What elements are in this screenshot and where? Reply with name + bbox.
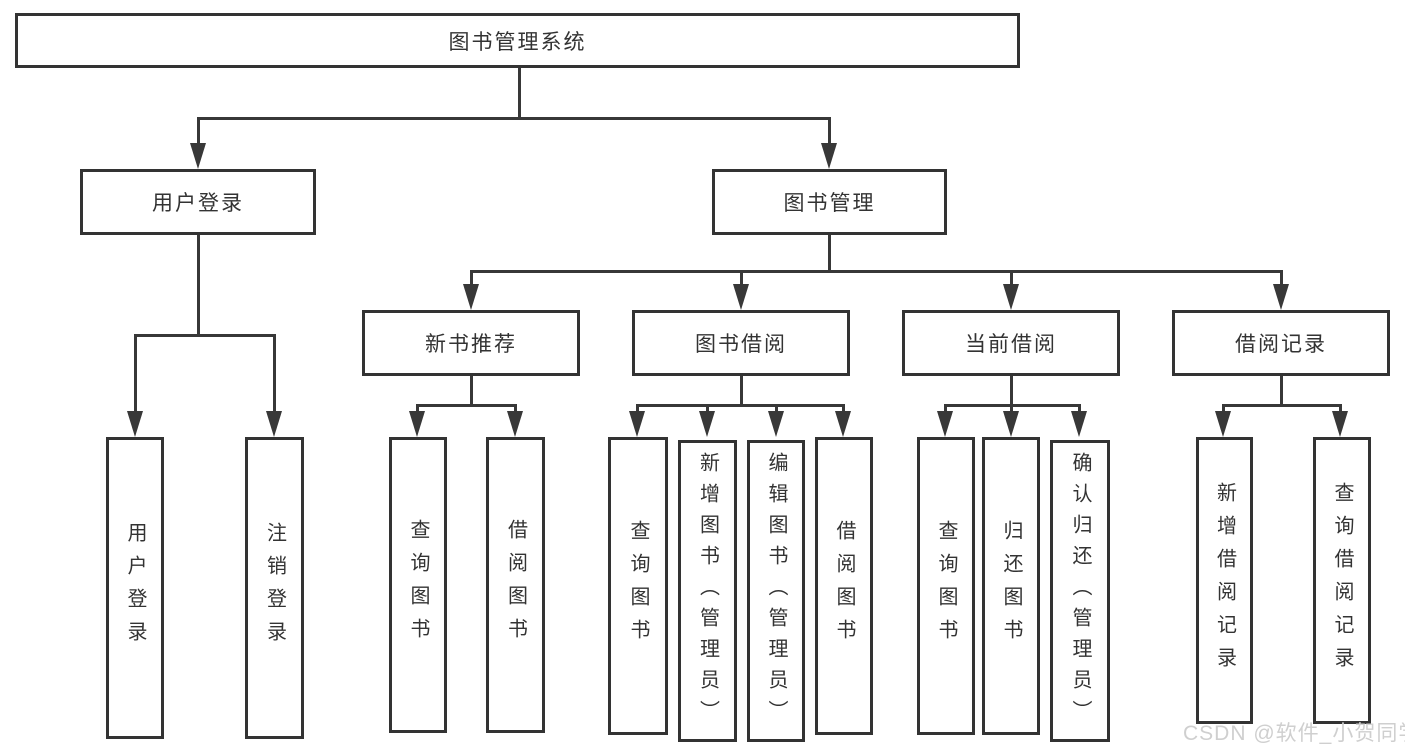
arrowhead-down	[507, 411, 523, 437]
arrowhead-down	[190, 143, 206, 169]
leaf-label: 新增图书（管理员）	[696, 451, 719, 731]
arrowhead-down	[127, 411, 143, 437]
connector-line	[828, 117, 831, 145]
leaf-label: 借阅图书	[504, 519, 527, 651]
node-label: 当前借阅	[965, 333, 1057, 356]
arrowhead-down	[463, 284, 479, 310]
leaf-label: 用户登录	[124, 522, 146, 654]
node-book-management: 图书管理	[712, 169, 947, 235]
node-label: 图书借阅	[695, 333, 787, 356]
connector-line	[416, 404, 517, 407]
node-label: 新书推荐	[425, 333, 517, 356]
leaf-label: 新增借阅记录	[1213, 481, 1236, 680]
arrowhead-down	[266, 411, 282, 437]
leaf-label: 查询图书	[407, 519, 429, 651]
connector-line	[518, 68, 521, 120]
connector-line	[134, 334, 276, 337]
connector-line	[470, 270, 1282, 273]
connector-line	[775, 404, 778, 413]
node-label: 借阅记录	[1235, 333, 1327, 356]
connector-line	[1010, 376, 1013, 407]
connector-line	[842, 404, 845, 413]
connector-line	[1280, 270, 1283, 286]
connector-line	[134, 334, 137, 412]
leaf-label: 编辑图书（管理员）	[765, 451, 787, 731]
leaf-label: 归还图书	[1000, 520, 1022, 652]
arrowhead-down	[821, 143, 837, 169]
connector-line	[416, 404, 419, 413]
leaf-borrow-books-recommend: 借阅图书	[486, 437, 545, 733]
connector-line	[1339, 404, 1342, 413]
arrowhead-down	[1273, 284, 1289, 310]
node-label: 图书管理	[783, 192, 876, 215]
leaf-label: 借阅图书	[833, 520, 855, 652]
node-borrow-records: 借阅记录	[1172, 310, 1390, 376]
connector-line	[1010, 404, 1013, 413]
connector-line	[636, 404, 845, 407]
connector-line	[273, 334, 276, 412]
arrowhead-down	[835, 411, 851, 437]
leaf-label: 确认归还（管理员）	[1069, 451, 1091, 731]
arrowhead-down	[733, 284, 749, 310]
leaf-return-books: 归还图书	[982, 437, 1040, 735]
leaf-add-borrow-record: 新增借阅记录	[1196, 437, 1253, 724]
leaf-query-books-current: 查询图书	[917, 437, 975, 735]
leaf-query-borrow-record: 查询借阅记录	[1313, 437, 1371, 724]
connector-line	[740, 376, 743, 407]
connector-line	[1010, 270, 1013, 286]
connector-line	[944, 404, 947, 413]
connector-line	[514, 404, 517, 413]
connector-line	[470, 270, 473, 286]
leaf-borrow-books: 借阅图书	[815, 437, 873, 735]
arrowhead-down	[1003, 411, 1019, 437]
connector-line	[706, 404, 709, 413]
node-new-book-recommend: 新书推荐	[362, 310, 580, 376]
leaf-query-books-recommend: 查询图书	[389, 437, 447, 733]
connector-line	[828, 235, 831, 273]
connector-line	[1280, 376, 1283, 407]
arrowhead-down	[699, 411, 715, 437]
leaf-query-books-borrow: 查询图书	[608, 437, 668, 735]
connector-line	[1078, 404, 1081, 413]
arrowhead-down	[1215, 411, 1231, 437]
connector-line	[197, 235, 200, 337]
arrowhead-down	[1071, 411, 1087, 437]
node-book-borrow: 图书借阅	[632, 310, 850, 376]
connector-line	[470, 376, 473, 407]
arrowhead-down	[629, 411, 645, 437]
leaf-label: 查询图书	[627, 520, 649, 652]
connector-line	[1222, 404, 1342, 407]
connector-line	[740, 270, 743, 286]
arrowhead-down	[1003, 284, 1019, 310]
leaf-user-login: 用户登录	[106, 437, 164, 739]
connector-line	[197, 117, 200, 145]
leaf-add-books-admin: 新增图书（管理员）	[678, 440, 737, 742]
leaf-label: 注销登录	[263, 522, 286, 654]
leaf-label: 查询图书	[935, 520, 957, 652]
leaf-logout: 注销登录	[245, 437, 304, 739]
csdn-watermark: CSDN @软件_小贺同学	[1183, 722, 1405, 745]
leaf-label: 查询借阅记录	[1331, 481, 1353, 680]
node-current-borrow: 当前借阅	[902, 310, 1120, 376]
node-user-login: 用户登录	[80, 169, 316, 235]
leaf-edit-books-admin: 编辑图书（管理员）	[747, 440, 805, 742]
arrowhead-down	[1332, 411, 1348, 437]
connector-line	[1222, 404, 1225, 413]
connector-line	[197, 117, 831, 120]
node-label: 用户登录	[152, 192, 244, 215]
leaf-confirm-return-admin: 确认归还（管理员）	[1050, 440, 1110, 742]
arrowhead-down	[409, 411, 425, 437]
arrowhead-down	[937, 411, 953, 437]
node-root: 图书管理系统	[15, 13, 1020, 68]
node-root-label: 图书管理系统	[448, 30, 587, 54]
connector-line	[636, 404, 639, 413]
arrowhead-down	[768, 411, 784, 437]
